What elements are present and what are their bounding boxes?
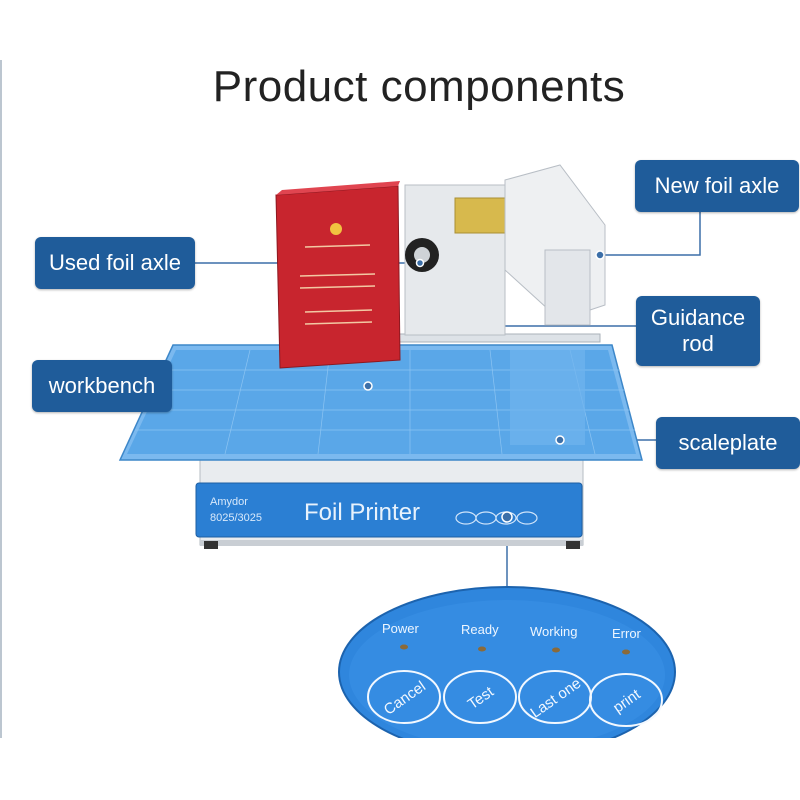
label-scaleplate: scaleplate (656, 417, 800, 469)
cancel-button[interactable] (367, 670, 441, 724)
scale-region (510, 350, 585, 445)
book-text-lines (299, 244, 376, 325)
label-text: scaleplate (678, 430, 778, 455)
head-column (544, 249, 591, 326)
red-book (275, 185, 401, 369)
indicator-labels: Power Ready Working Error (382, 621, 642, 641)
workbench-surface (127, 350, 636, 454)
label-text-line1: Guidance (650, 305, 746, 330)
workbench-dot (363, 381, 373, 391)
brand-text: Amydor (210, 496, 248, 508)
connector-new-foil-axle (600, 212, 701, 256)
scaleplate-dot (555, 435, 565, 445)
label-workbench: workbench (32, 360, 172, 412)
foot-left (204, 541, 218, 549)
indicator-lights (400, 644, 630, 655)
print-button[interactable] (589, 673, 663, 727)
label-new-foil-axle: New foil axle (635, 160, 799, 212)
page-title: Product components (212, 62, 626, 111)
foot-right (566, 541, 580, 549)
indicator-error: Error (612, 626, 642, 641)
bottom-margin (0, 738, 800, 800)
label-text: Used foil axle (48, 250, 182, 275)
label-guidance-rod: Guidance rod (636, 296, 760, 366)
indicator-power: Power (382, 621, 420, 636)
indicator-ready: Ready (461, 622, 499, 637)
model-text: 8025/3025 (210, 512, 262, 524)
indicator-working: Working (530, 624, 577, 639)
frame-edge (0, 60, 2, 740)
mini-buttons (455, 511, 538, 525)
used-foil-axle-dot (415, 258, 425, 268)
label-text: workbench (48, 373, 156, 398)
new-foil-axle-dot (595, 250, 605, 260)
test-button[interactable] (443, 670, 517, 724)
label-used-foil-axle: Used foil axle (35, 237, 195, 289)
label-text: New foil axle (654, 173, 780, 198)
machine-name-text: Foil Printer (304, 499, 420, 526)
panel-dot (501, 511, 513, 523)
label-text-line2: rod (682, 331, 714, 356)
book-emblem (330, 223, 342, 235)
